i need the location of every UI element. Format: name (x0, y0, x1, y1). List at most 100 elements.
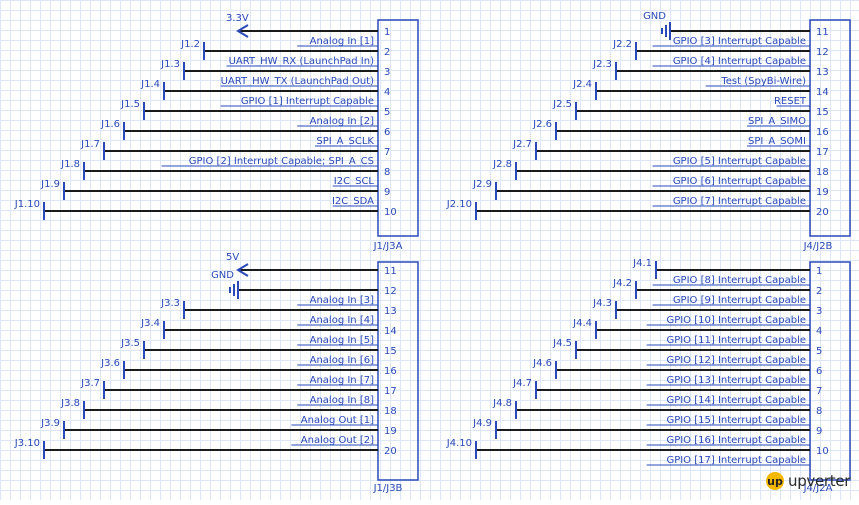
pin-function-label: GPIO [9] Interrupt Capable (673, 295, 806, 306)
pin-function-label: GPIO [12] Interrupt Capable (666, 355, 806, 366)
pin-function-label: GPIO [13] Interrupt Capable (666, 375, 806, 386)
pin-function-label: GPIO [15] Interrupt Capable (666, 415, 806, 426)
pin-function-label: Analog In [8] (310, 395, 374, 406)
pin-number: 9 (816, 426, 822, 437)
net-label: J1.9 (40, 179, 60, 190)
pin-number: 17 (384, 386, 397, 397)
net-label: J3.9 (40, 418, 60, 429)
pin-number: 8 (384, 167, 390, 178)
net-label: J4.3 (592, 298, 612, 309)
pin-function-label: Analog In [3] (310, 295, 374, 306)
pin-function-label: SPI_A_SOMI (748, 136, 806, 147)
pin-function-label: SPI_A_SCLK (316, 136, 374, 147)
upverter-logo-icon: up (766, 472, 784, 490)
pin-function-label: GPIO [10] Interrupt Capable (666, 315, 806, 326)
connector-body (809, 19, 851, 237)
net-label: J4.7 (512, 378, 532, 389)
net-label: J3.3 (160, 298, 180, 309)
pin-function-label: Analog In [7] (310, 375, 374, 386)
pin-function-label: Analog In [1] (310, 36, 374, 47)
pin-number: 11 (384, 266, 397, 277)
ground-net-label: GND (211, 270, 234, 281)
pin-number: 5 (816, 346, 822, 357)
pin-function-label: GPIO [5] Interrupt Capable (673, 156, 806, 167)
net-label: J1.3 (160, 59, 180, 70)
pin-number: 12 (816, 47, 829, 58)
power-arrow-icon (236, 263, 249, 277)
pin-number: 18 (384, 406, 397, 417)
upverter-logo: up upverter (766, 470, 850, 492)
net-label: J1.2 (180, 39, 200, 50)
net-label: J4.5 (552, 338, 572, 349)
pin-number: 14 (384, 326, 397, 337)
pin-function-label: GPIO [4] Interrupt Capable (673, 56, 806, 67)
net-label: J3.6 (100, 358, 120, 369)
pin-number: 17 (816, 147, 829, 158)
pin-function-label: RESET (774, 96, 807, 107)
pin-function-label: I2C_SCL (334, 176, 375, 187)
net-label: J4.9 (472, 418, 492, 429)
pin-number: 1 (816, 266, 822, 277)
net-label: J3.7 (80, 378, 100, 389)
connector-ref-label: J1/J3B (373, 483, 403, 494)
pin-number: 7 (816, 386, 822, 397)
pin-function-label: GPIO [14] Interrupt Capable (666, 395, 806, 406)
pin-function-label: Analog Out [2] (301, 435, 374, 446)
net-label: J4.10 (446, 438, 472, 449)
net-label: J4.4 (572, 318, 592, 329)
pin-function-label: Analog In [2] (310, 116, 374, 127)
net-label: J2.7 (512, 139, 532, 150)
net-label: J3.4 (140, 318, 160, 329)
pin-number: 3 (816, 306, 822, 317)
pin-number: 20 (384, 446, 397, 457)
pin-function-label: GPIO [7] Interrupt Capable (673, 196, 806, 207)
pin-number: 16 (816, 127, 829, 138)
pin-function-label: UART_HW_TX (LaunchPad Out) (221, 76, 375, 87)
ground-icon (661, 22, 671, 40)
net-label: J1.6 (100, 119, 120, 130)
upverter-logo-text: upverter (788, 472, 851, 490)
connector-body (377, 19, 419, 237)
pin-function-label: GPIO [11] Interrupt Capable (666, 335, 806, 346)
net-label: J1.8 (60, 159, 80, 170)
pin-function-label: GPIO [6] Interrupt Capable (673, 176, 806, 187)
pin-function-label: GPIO [1] Interrupt Capable (241, 96, 374, 107)
net-label: J4.8 (492, 398, 512, 409)
net-label: J2.2 (612, 39, 632, 50)
pin-number: 4 (384, 87, 390, 98)
pin-function-label: Analog In [5] (310, 335, 374, 346)
pin-number: 6 (384, 127, 390, 138)
pin-function-label: GPIO [8] Interrupt Capable (673, 275, 806, 286)
pin-number: 1 (384, 27, 390, 38)
pin-number: 19 (816, 187, 829, 198)
net-label: J2.4 (572, 79, 592, 90)
pin-function-label: GPIO [17] Interrupt Capable (666, 455, 806, 466)
pin-number: 2 (384, 47, 390, 58)
